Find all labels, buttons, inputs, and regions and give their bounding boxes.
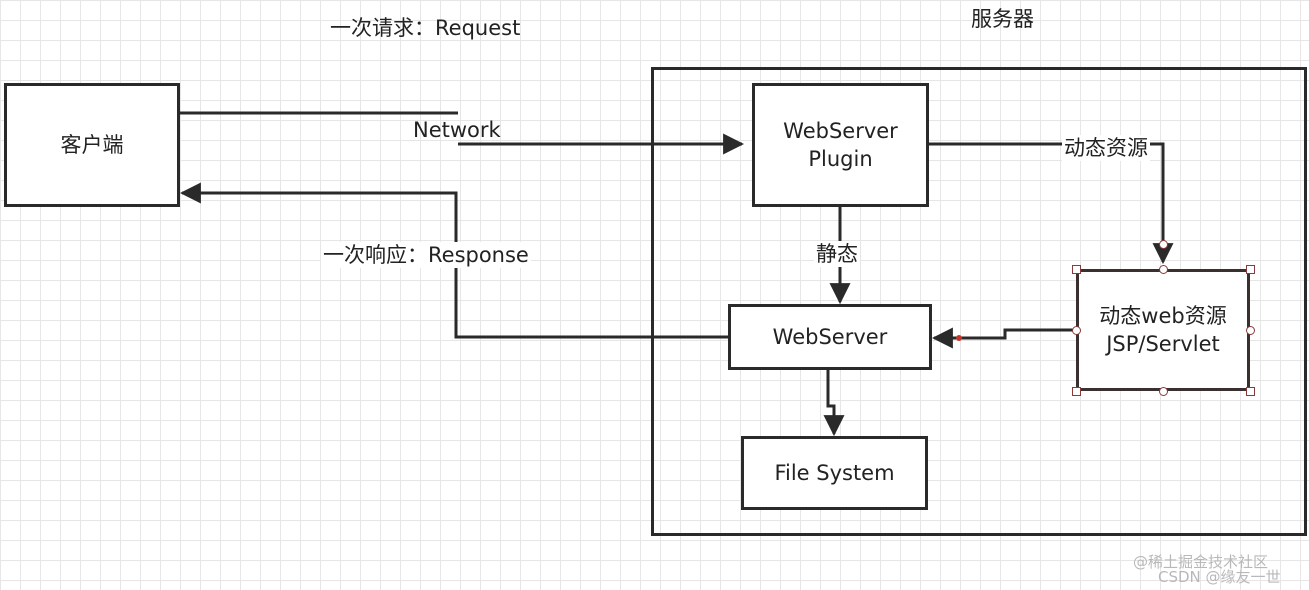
file-system-node-label: File System [774,461,895,485]
dynamic-resource-line2: JSP/Servlet [1106,332,1220,356]
selection-handle-bottom[interactable] [1159,387,1168,396]
selection-handle-top[interactable] [1159,265,1168,274]
static-label: 静态 [814,241,860,267]
dynamic-resource-arrow [928,142,1174,265]
client-node[interactable]: 客户端 [4,83,180,207]
dynamic-resource-node[interactable]: 动态web资源 JSP/Servlet [1076,269,1250,391]
selection-handle-top-left[interactable] [1072,265,1081,274]
server-frame[interactable] [651,67,1307,536]
watermark-juejin: @稀土掘金技术社区 [1133,553,1269,571]
webserver-node[interactable]: WebServer [728,304,932,370]
selection-handle-bottom-left[interactable] [1072,387,1081,396]
selection-handle-left[interactable] [1072,326,1081,335]
file-system-node[interactable]: File System [741,436,928,510]
connection-point [956,335,962,341]
response-label: 一次响应：Response [321,242,531,268]
dynamic-resource-label: 动态资源 [1062,135,1150,161]
connector-endpoint-handle[interactable] [1159,240,1168,249]
selection-handle-right[interactable] [1246,326,1255,335]
server-title: 服务器 [971,7,1034,31]
webserver-plugin-line1: WebServer [783,119,898,143]
webserver-node-label: WebServer [772,325,888,349]
selection-handle-bottom-right[interactable] [1246,387,1255,396]
watermark-csdn: CSDN @缘友一世 [1158,568,1281,586]
filesystem-arrow [823,370,845,437]
selection-handle-top-right[interactable] [1246,265,1255,274]
dynamic-resource-line1: 动态web资源 [1099,304,1227,328]
request-label: 一次请求：Request [330,16,521,40]
webserver-plugin-node[interactable]: WebServer Plugin [752,83,929,207]
network-label: Network [413,118,501,142]
dynamic-return-arrow [931,327,1075,349]
webserver-plugin-line2: Plugin [808,147,873,171]
client-node-label: 客户端 [60,133,124,157]
